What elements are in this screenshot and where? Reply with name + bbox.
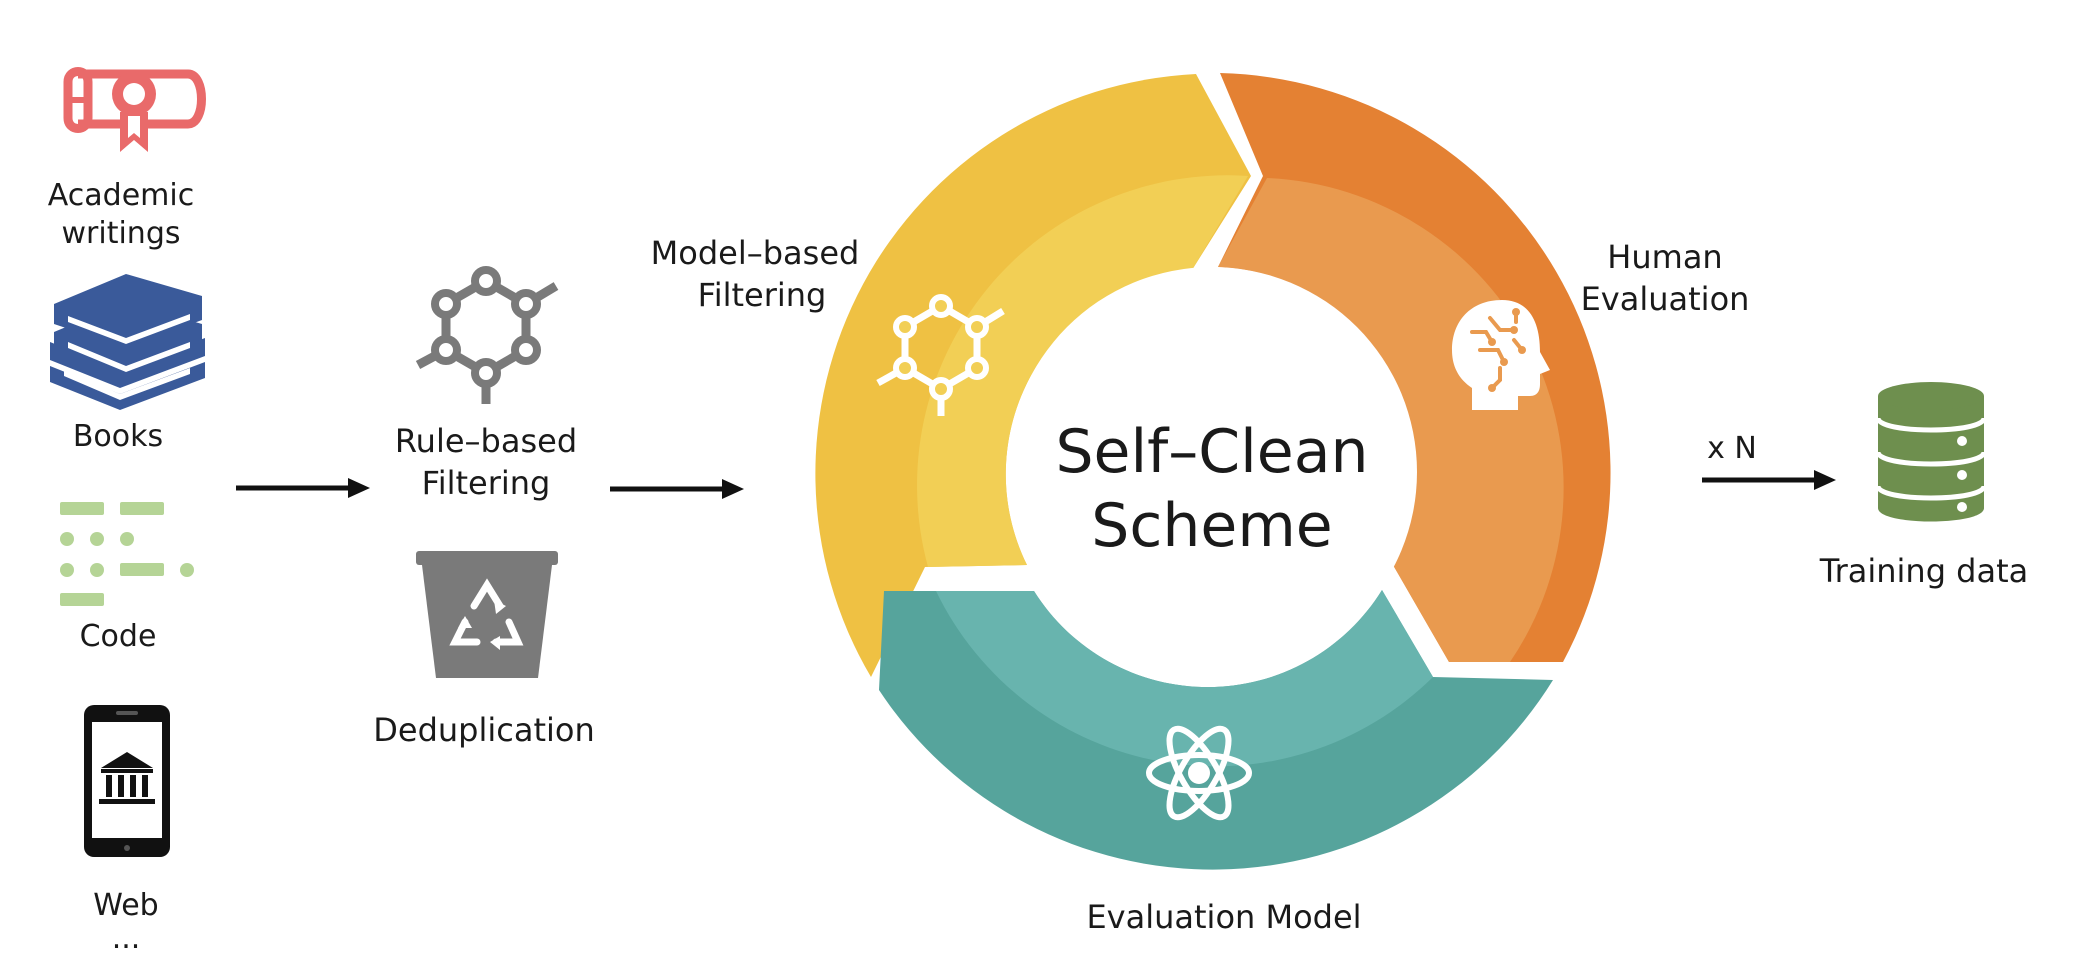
atom-icon [1146,725,1252,821]
rule-based-label-1: Rule–based [395,422,577,460]
books-icon [50,274,205,410]
academic-label-2: writings [62,216,181,251]
cycle-center [1007,267,1417,677]
training-data-label: Training data [1819,552,2029,590]
molecule-icon [876,294,1005,416]
brain-head-icon [1452,300,1550,410]
books-label: Books [73,419,163,454]
model-based-label-1: Model–based [651,234,860,272]
web-label: Web [93,888,158,923]
center-title-2: Scheme [1091,491,1332,561]
rule-based-label-2: Filtering [422,464,551,502]
arrow-cycle-to-training [1702,470,1836,490]
center-title-1: Self–Clean [1055,417,1368,487]
phone-bank-icon [84,705,170,857]
repeat-label: x N [1707,431,1757,466]
human-label-2: Evaluation [1581,280,1750,318]
academic-label-1: Academic [48,178,194,213]
web-ellipsis: ... [112,921,141,956]
diploma-icon [63,67,206,152]
dedup-label: Deduplication [373,711,595,749]
arrow-filter-to-cycle [610,479,744,499]
database-icon [1875,382,1987,522]
code-icon [60,502,194,606]
recycle-bin-icon [416,551,558,678]
arrow-sources-to-filter [236,478,370,498]
cycle-segment-evaluation-model-inner [936,590,1433,767]
model-based-label-2: Filtering [698,276,827,314]
human-label-1: Human [1607,238,1722,276]
molecule-icon [415,266,559,404]
code-label: Code [80,619,157,654]
evaluation-model-label: Evaluation Model [1086,898,1361,936]
cycle-segment-human-evaluation-inner [1218,178,1564,662]
